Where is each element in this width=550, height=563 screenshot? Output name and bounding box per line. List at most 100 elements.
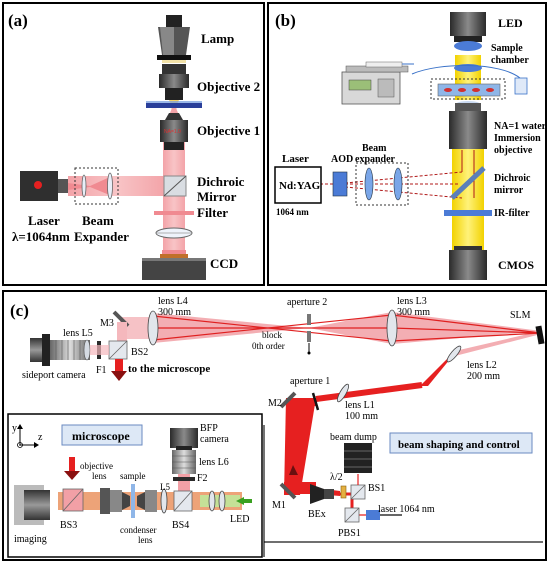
beam-expander-b-label-1: Beam bbox=[362, 143, 387, 154]
slm-icon bbox=[535, 325, 545, 345]
objective-2-label: Objective 2 bbox=[197, 79, 260, 94]
objective-lens-label-1: objective bbox=[80, 461, 113, 471]
sample-chamber-label-2: chamber bbox=[491, 55, 529, 66]
beam-expander-box bbox=[74, 167, 119, 205]
filter-label: Filter bbox=[197, 205, 228, 220]
bs1-label: BS1 bbox=[368, 483, 385, 494]
laser-1064-label: laser 1064 nm bbox=[378, 504, 435, 515]
panel-c: (c) bbox=[2, 290, 547, 561]
f2-label: F2 bbox=[197, 473, 208, 484]
beam-expander-b-label-2: expander bbox=[355, 154, 396, 165]
bfp-camera-icon bbox=[170, 428, 198, 450]
sample-slide bbox=[146, 103, 202, 108]
objective-label-1: NA=1 water bbox=[494, 121, 547, 132]
horizontal-laser-beam bbox=[68, 176, 166, 196]
lamp-icon bbox=[157, 15, 191, 63]
panel-c-tag: (c) bbox=[10, 301, 29, 320]
filter-icon bbox=[154, 211, 194, 215]
bfp-camera-label-1: BFP bbox=[200, 423, 218, 434]
block-label-1: block bbox=[262, 330, 282, 340]
axis-z-label: z bbox=[38, 432, 43, 443]
ccd-label: CCD bbox=[210, 256, 238, 271]
pbs1-label: PBS1 bbox=[338, 528, 361, 539]
laser-icon bbox=[20, 171, 68, 201]
bex-label: BEx bbox=[308, 509, 326, 520]
beamsplitter-bs2-icon bbox=[108, 340, 128, 360]
bfp-camera-label-2: camera bbox=[200, 434, 229, 445]
laser-label-2: λ=1064nm bbox=[12, 229, 70, 244]
laser-b-label: Laser bbox=[282, 153, 309, 165]
panel-b-tag: (b) bbox=[275, 11, 296, 30]
axes-icon bbox=[17, 424, 39, 448]
ccd-icon bbox=[142, 250, 206, 280]
lens-l4-icon bbox=[147, 310, 159, 346]
svg-text:NA=1.0: NA=1.0 bbox=[164, 129, 181, 135]
lens-l5-inset-icon bbox=[160, 488, 168, 514]
lens-l3-icon bbox=[386, 309, 398, 347]
lens-l3-label-2: 300 mm bbox=[397, 307, 430, 318]
aod-icon bbox=[332, 171, 348, 197]
axis-y-label: y bbox=[12, 423, 17, 434]
laser-label-1: Laser bbox=[28, 213, 60, 228]
m2-label: M2 bbox=[268, 398, 282, 409]
lens-l1-label-2: 100 mm bbox=[345, 411, 378, 422]
panel-b-frame bbox=[267, 2, 547, 286]
dichroic-mirror-b-icon bbox=[450, 166, 486, 200]
dichroic-label-1: Dichroic bbox=[197, 174, 245, 189]
objective-label-3: objective bbox=[494, 145, 533, 156]
slm-label: SLM bbox=[510, 310, 531, 321]
beam-expander-cone bbox=[68, 176, 112, 196]
aperture-2-label: aperture 2 bbox=[287, 297, 327, 308]
half-wave-label: λ/2 bbox=[330, 472, 343, 483]
dichroic-b-label-1: Dichroic bbox=[494, 173, 531, 184]
aod-label: AOD bbox=[331, 154, 353, 165]
led-inset-label: LED bbox=[230, 514, 249, 525]
m3-label: M3 bbox=[100, 318, 114, 329]
sample-icon bbox=[131, 484, 135, 518]
bs4-label: BS4 bbox=[172, 520, 189, 531]
beamsplitter-pbs1-icon bbox=[344, 507, 360, 523]
led-label: LED bbox=[498, 16, 523, 30]
dichroic-mirror-icon bbox=[163, 175, 187, 197]
to-microscope-arrow-icon bbox=[111, 371, 127, 381]
cmos-label: CMOS bbox=[498, 258, 534, 272]
microscope-title: microscope bbox=[72, 429, 130, 443]
input-beam-path bbox=[284, 353, 455, 516]
syringe-pump-icon bbox=[341, 61, 414, 105]
l5-label: L5 bbox=[160, 482, 170, 492]
lens-l2-icon bbox=[446, 345, 462, 363]
lens-l5-label: lens L5 bbox=[63, 328, 93, 339]
lens-l1-label-1: lens L1 bbox=[345, 400, 375, 411]
panel-a-frame bbox=[2, 2, 265, 286]
beam-shaping-label: beam shaping and control bbox=[398, 439, 520, 451]
objective-lens-label-2: lens bbox=[92, 471, 107, 481]
sample-chamber-label-1: Sample bbox=[491, 43, 523, 54]
beam-dump-label: beam dump bbox=[330, 432, 377, 443]
sample-label: sample bbox=[120, 471, 146, 481]
objective-1-label: Objective 1 bbox=[197, 123, 260, 138]
lamp-label: Lamp bbox=[201, 31, 234, 46]
sample-chamber-box bbox=[430, 78, 506, 100]
led-arrow-icon bbox=[236, 497, 244, 505]
cmos-icon bbox=[449, 246, 487, 280]
laser-1064-icon bbox=[366, 510, 402, 520]
mirror-m2-icon bbox=[279, 391, 297, 409]
condenser-label-2: lens bbox=[138, 535, 153, 545]
aperture-1-label: aperture 1 bbox=[290, 376, 330, 387]
beamsplitter-bs3-icon bbox=[62, 488, 84, 512]
beam-expander-label-1: Beam bbox=[82, 213, 114, 228]
aperture-1-icon bbox=[311, 392, 320, 411]
ndyag-laser-icon bbox=[274, 166, 322, 204]
bs3-label: BS3 bbox=[60, 520, 77, 531]
block-label-2: 0th order bbox=[252, 341, 285, 351]
panel-b: (b) LED Sample chamber bbox=[267, 2, 547, 286]
beam-expander-b-box bbox=[355, 162, 409, 206]
condenser-lens-icon bbox=[137, 490, 157, 512]
sideport-camera-label: sideport camera bbox=[22, 370, 86, 381]
beam-expander-bex-icon bbox=[310, 484, 334, 504]
objective-1-icon: NA=1.0 bbox=[160, 113, 188, 150]
beamsplitter-bs1-icon bbox=[350, 484, 366, 500]
ndyag-label: Nd:YAG bbox=[279, 180, 321, 192]
input-arrow-icon bbox=[64, 471, 80, 480]
ir-filter-icon bbox=[444, 210, 492, 216]
